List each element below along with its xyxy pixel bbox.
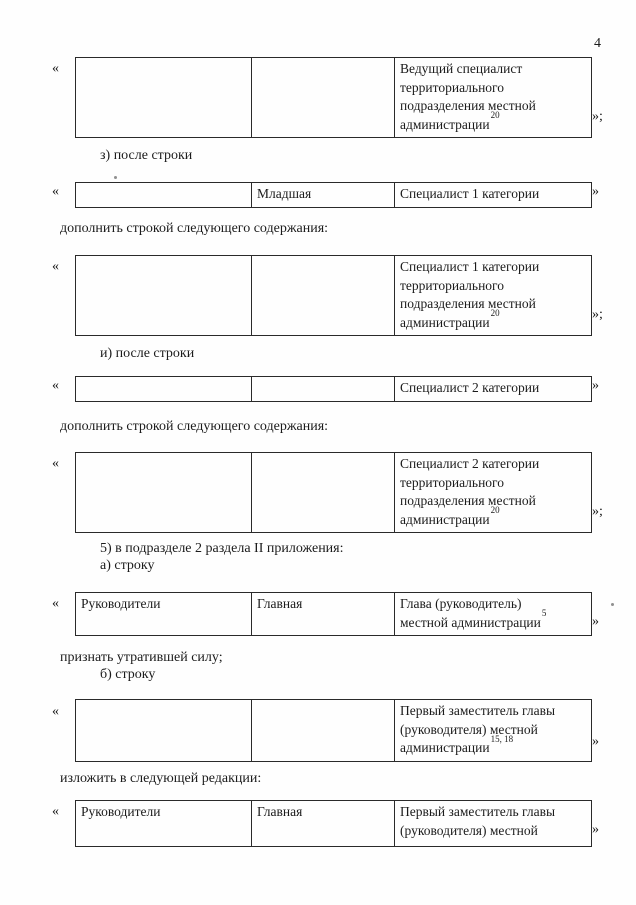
cell-position: Специалист 2 категории территориального … [394,452,592,533]
paragraph-item-b: б) строку [100,667,156,682]
cell-category [251,699,395,762]
open-quote-mark: « [52,704,59,719]
table-junior-specialist-1: Младшая Специалист 1 категории [75,182,592,208]
open-quote-mark: « [52,259,59,274]
paragraph-after-line-z: з) после строки [100,148,193,163]
paragraph-invalidate: признать утратившей силу; [60,650,223,665]
cell-position: Ведущий специалист территориального подр… [394,57,592,138]
page-number: 4 [594,36,601,51]
table-specialist-2-territorial: Специалист 2 категории территориального … [75,452,592,533]
cell-group [75,699,252,762]
table-row: Руководители Главная Первый заместитель … [75,800,592,847]
cell-position: Специалист 2 категории [394,376,592,402]
table-row: Ведущий специалист территориального подр… [75,57,592,138]
cell-group [75,255,252,336]
open-quote-mark: « [52,378,59,393]
table-leading-specialist: Ведущий специалист территориального подр… [75,57,592,138]
table-head-of-administration: Руководители Главная Глава (руководитель… [75,592,592,636]
open-quote-mark: « [52,804,59,819]
cell-category: Главная [251,592,395,636]
paragraph-item-5: 5) в подразделе 2 раздела II приложения: [100,541,344,556]
table-specialist-1-territorial: Специалист 1 категории территориального … [75,255,592,336]
cell-group: Руководители [75,592,252,636]
paragraph-add-line-2: дополнить строкой следующего содержания: [60,419,329,434]
cell-group [75,376,252,402]
cell-category: Главная [251,800,395,847]
table-row: Младшая Специалист 1 категории [75,182,592,208]
cell-category [251,57,395,138]
close-quote-mark: » [592,184,599,199]
cell-group: Руководители [75,800,252,847]
paragraph-add-line-1: дополнить строкой следующего содержания: [60,221,329,236]
paragraph-after-line-i: и) после строки [100,346,195,361]
cell-position: Специалист 1 категории [394,182,592,208]
table-first-deputy-head: Первый заместитель главы (руководителя) … [75,699,592,762]
footnote-ref: 20 [490,110,500,120]
table-row: Специалист 2 категории [75,376,592,402]
cell-category: Младшая [251,182,395,208]
scan-artifact-dot [611,603,614,606]
footnote-ref: 5 [541,608,547,618]
close-quote-mark: » [592,822,599,837]
open-quote-mark: « [52,61,59,76]
open-quote-mark: « [52,456,59,471]
table-specialist-2: Специалист 2 категории [75,376,592,402]
cell-category [251,255,395,336]
close-quote-mark: »; [592,307,603,322]
table-row: Руководители Главная Глава (руководитель… [75,592,592,636]
open-quote-mark: « [52,596,59,611]
cell-position: Первый заместитель главы (руководителя) … [394,699,592,762]
close-quote-mark: » [592,378,599,393]
close-quote-mark: »; [592,109,603,124]
footnote-ref: 20 [490,505,500,515]
cell-category [251,452,395,533]
table-row: Первый заместитель главы (руководителя) … [75,699,592,762]
cell-group [75,57,252,138]
close-quote-mark: »; [592,504,603,519]
footnote-ref: 20 [490,308,500,318]
paragraph-restate: изложить в следующей редакции: [60,771,262,786]
cell-position: Первый заместитель главы (руководителя) … [394,800,592,847]
footnote-ref: 15, 18 [490,733,514,744]
open-quote-mark: « [52,184,59,199]
table-row: Специалист 2 категории территориального … [75,452,592,533]
paragraph-item-a: а) строку [100,558,155,573]
scan-artifact-dot [114,176,117,179]
close-quote-mark: » [592,614,599,629]
cell-group [75,452,252,533]
cell-category [251,376,395,402]
cell-group [75,182,252,208]
cell-position: Глава (руководитель) местной администрац… [394,592,592,636]
table-leaders-restated: Руководители Главная Первый заместитель … [75,800,592,847]
cell-position: Специалист 1 категории территориального … [394,255,592,336]
table-row: Специалист 1 категории территориального … [75,255,592,336]
close-quote-mark: » [592,734,599,749]
